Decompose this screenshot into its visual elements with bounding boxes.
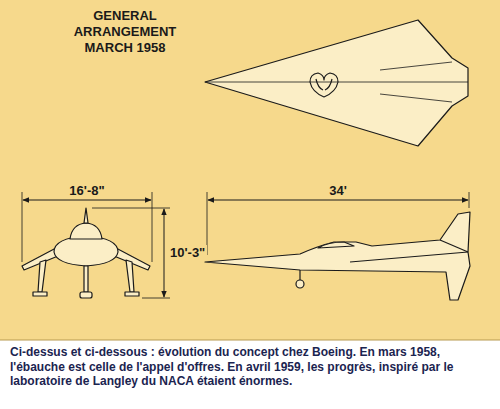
control-surface-line <box>380 62 452 102</box>
left-foot <box>33 292 47 296</box>
extension-line <box>22 192 23 262</box>
dimension-line <box>208 200 468 201</box>
panel-edge <box>0 340 500 341</box>
dimension-line <box>23 200 151 201</box>
top-view-centerline <box>205 82 468 83</box>
extension-line <box>469 192 470 208</box>
gear-wheel <box>296 280 304 288</box>
top-view-planform <box>205 20 468 146</box>
front-fin <box>84 208 88 223</box>
side-canopy <box>318 242 354 248</box>
side-wing-line <box>350 252 468 262</box>
front-canopy <box>70 223 102 239</box>
dimension-label: 10'-3" <box>168 245 207 260</box>
dimension-label: 34' <box>327 183 349 198</box>
right-foot <box>125 292 139 296</box>
figure-caption: Ci-dessus et ci-dessous : évolution du c… <box>10 345 492 389</box>
front-fuselage <box>54 236 118 266</box>
figure-title: GENERAL ARRANGEMENT MARCH 1958 <box>50 8 200 56</box>
fin-root-line <box>440 240 468 252</box>
dimension-label: 16'-8" <box>67 183 106 198</box>
nose-wheel <box>80 292 92 298</box>
extension-line <box>152 192 153 262</box>
dimension-line <box>164 209 165 297</box>
front-nose-leg <box>84 266 88 292</box>
gear-strut <box>299 270 300 280</box>
extension-line <box>92 208 170 209</box>
side-fuselage <box>205 212 470 300</box>
front-right-leg <box>126 260 134 292</box>
panel-ground <box>0 0 500 340</box>
front-left-leg <box>38 260 46 292</box>
canopy-frame <box>316 79 332 90</box>
top-view-canopy <box>310 73 338 97</box>
extension-line <box>142 298 170 299</box>
